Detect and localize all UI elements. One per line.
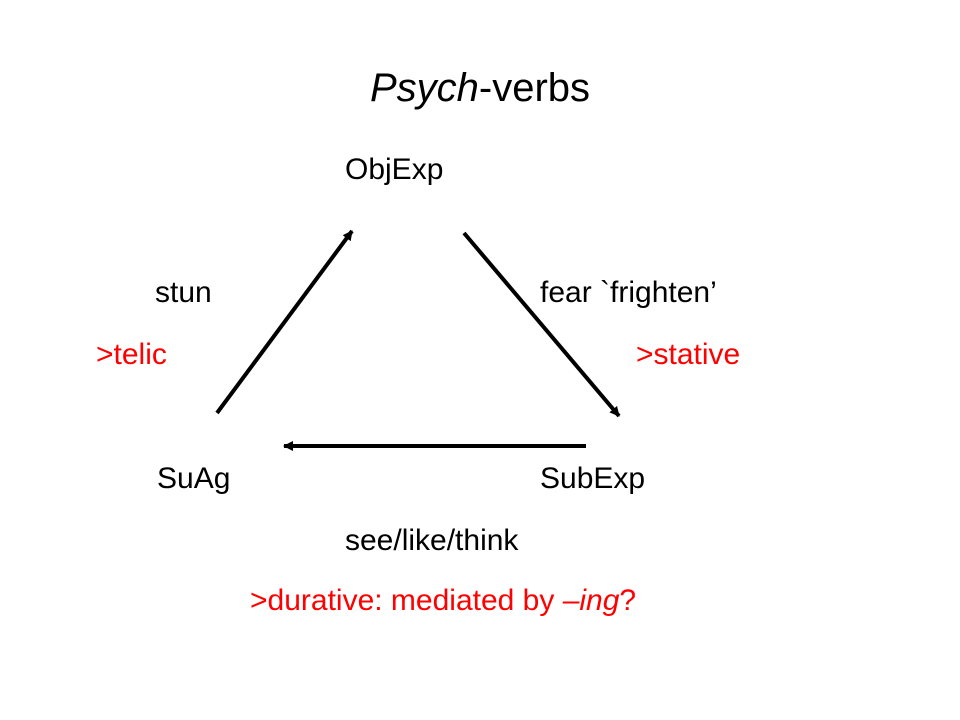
title-italic-part: Psych [369, 66, 479, 110]
bottom-property-italic: –ing [562, 584, 620, 617]
arrow-objexp-to-subexp [462, 231, 621, 418]
node-subexp: SubExp [540, 462, 646, 495]
right-property-label: >stative [636, 338, 741, 371]
right-verb-label: fear `frighten’ [540, 276, 717, 309]
bottom-property-prefix: >durative: mediated by [250, 584, 563, 617]
node-suag: SuAg [157, 462, 231, 495]
title-rest: -verbs [478, 66, 591, 110]
bottom-property-label: >durative: mediated by –ing? [250, 586, 636, 616]
arrow-suag-to-objexp [215, 229, 354, 415]
bottom-property-suffix: ? [619, 584, 637, 617]
node-objexp: ObjExp [345, 153, 444, 186]
slide-title: Psych-verbs [0, 68, 960, 108]
left-verb-label: stun [155, 276, 212, 309]
left-property-label: >telic [96, 338, 167, 371]
bottom-verb-label: see/like/think [345, 524, 519, 557]
